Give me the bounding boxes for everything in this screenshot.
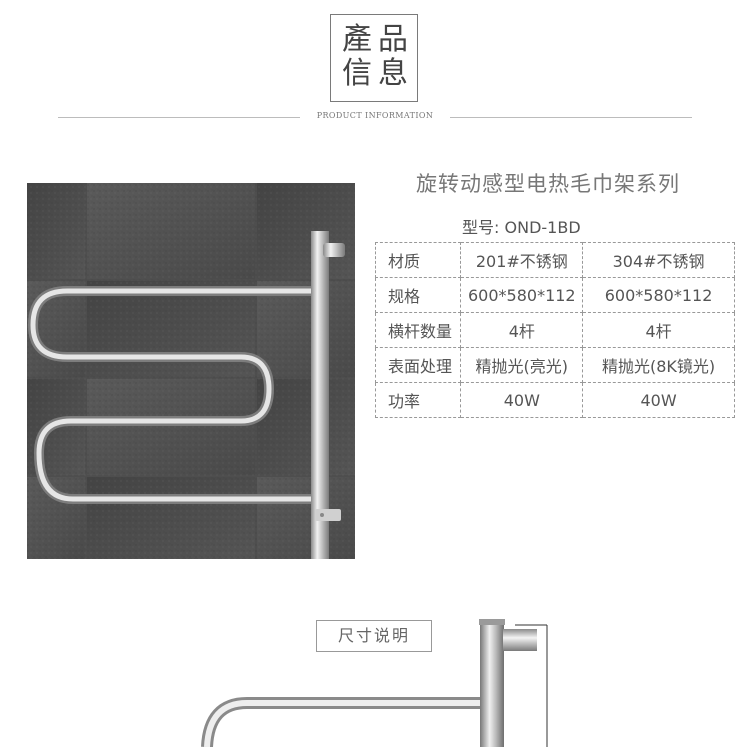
cell-201: 201#不锈钢 xyxy=(460,242,584,278)
cell-201: 40W xyxy=(460,382,584,418)
table-row: 横杆数量 4杆 4杆 xyxy=(374,312,735,348)
cell-201: 4杆 xyxy=(460,312,584,348)
model-value: OND-1BD xyxy=(504,218,581,237)
cell-304: 精抛光(8K镜光) xyxy=(582,347,735,383)
row-label: 表面处理 xyxy=(374,347,462,383)
title-char-2: 品 xyxy=(378,22,408,57)
title-char-1: 產 xyxy=(342,22,372,57)
section-subtitle: PRODUCT INFORMATION xyxy=(300,111,450,120)
title-char-3: 信 xyxy=(342,56,372,91)
row-label: 功率 xyxy=(374,382,462,418)
cell-304: 4杆 xyxy=(582,312,735,348)
divider-right xyxy=(442,117,692,118)
row-label: 材质 xyxy=(374,242,462,278)
size-section-label: 尺寸说明 xyxy=(316,620,432,652)
product-title: 旋转动感型电热毛巾架系列 xyxy=(416,172,680,196)
table-row: 表面处理 精抛光(亮光) 精抛光(8K镜光) xyxy=(374,347,735,383)
row-label: 横杆数量 xyxy=(374,312,462,348)
model-label: 型号: xyxy=(462,218,500,237)
table-row: 规格 600*580*112 600*580*112 xyxy=(374,277,735,313)
cell-304: 600*580*112 xyxy=(582,277,735,313)
cell-304: 304#不锈钢 xyxy=(582,242,735,278)
spec-table: 材质 201#不锈钢 304#不锈钢 规格 600*580*112 600*58… xyxy=(374,242,735,418)
cell-304: 40W xyxy=(582,382,735,418)
cell-201: 600*580*112 xyxy=(460,277,584,313)
section-title-box: 產 品 信 息 xyxy=(330,14,418,102)
title-char-4: 息 xyxy=(378,56,408,91)
table-row: 材质 201#不锈钢 304#不锈钢 xyxy=(374,242,735,278)
divider-left xyxy=(58,117,310,118)
dimension-diagram xyxy=(201,619,548,747)
cell-201: 精抛光(亮光) xyxy=(460,347,584,383)
row-label: 规格 xyxy=(374,277,462,313)
model-row: 型号: OND-1BD xyxy=(462,214,581,238)
product-photo xyxy=(27,183,355,559)
table-row: 功率 40W 40W xyxy=(374,382,735,418)
